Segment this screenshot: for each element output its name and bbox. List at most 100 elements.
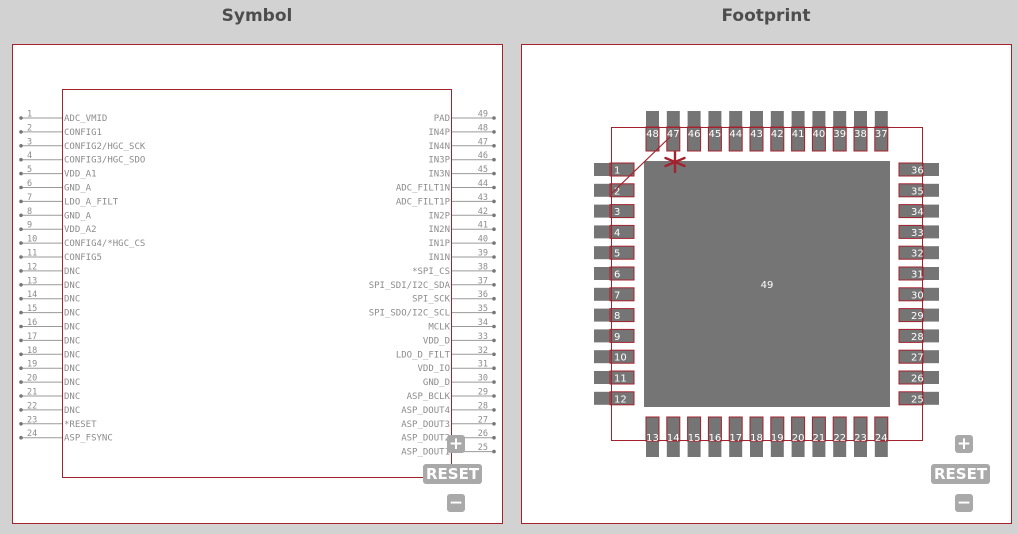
pin-number: 33 — [478, 332, 488, 342]
pad — [791, 111, 805, 151]
pin-dot — [19, 422, 23, 426]
pad-label: 26 — [911, 374, 924, 385]
pin-dot — [19, 241, 23, 245]
footprint-reset-button[interactable]: RESET — [931, 464, 991, 484]
pin-number: 44 — [478, 179, 488, 189]
pad-label: 32 — [911, 249, 924, 260]
pin-name: DNC — [64, 309, 80, 319]
pad-outline — [609, 204, 635, 219]
pin-number: 38 — [478, 262, 488, 272]
pad — [899, 267, 939, 280]
pad — [770, 417, 784, 457]
pad-label: 20 — [792, 433, 805, 444]
pin-name: DNC — [64, 364, 80, 374]
pad-outline — [898, 287, 924, 302]
pad-label: 43 — [750, 129, 763, 140]
pin-name: *RESET — [64, 420, 97, 430]
pin-dot — [492, 144, 496, 148]
pin-number: 13 — [27, 276, 37, 286]
pin-number: 10 — [27, 235, 37, 245]
pin-name: DNC — [64, 281, 80, 291]
symbol-zoom-out-button[interactable]: − — [447, 493, 465, 513]
pin-name: CONFIG4/*HGC_CS — [64, 239, 145, 249]
pin-number: 42 — [478, 207, 488, 217]
pin-number: 27 — [478, 415, 488, 425]
pin-dot — [492, 310, 496, 315]
symbol-title: Symbol — [221, 6, 293, 26]
pad-outline — [853, 416, 868, 442]
pad-label: 3 — [614, 207, 620, 218]
pad-label: 1 — [614, 166, 620, 177]
pad-outline — [811, 416, 826, 442]
pin-name: SPI_SDO/I2C_SCL — [369, 309, 450, 319]
pin-name: VDD_A1 — [64, 170, 97, 180]
pin-dot — [19, 380, 23, 384]
pad-label: 6 — [614, 270, 620, 281]
pin-number: 26 — [478, 429, 488, 439]
pad-label: 18 — [750, 433, 763, 444]
pin-number: 41 — [478, 221, 488, 231]
pad — [899, 246, 939, 260]
pin-name: DNC — [64, 323, 80, 333]
pin-name: GND_A — [64, 184, 92, 194]
pin-dot — [492, 130, 496, 134]
pad — [770, 111, 784, 151]
pad-outline — [791, 416, 806, 442]
pin-number: 32 — [478, 346, 488, 356]
footprint-zoom-out-button[interactable]: − — [955, 493, 973, 513]
pad — [594, 225, 634, 239]
pin-name: DNC — [64, 267, 80, 277]
symbol-body-outline — [62, 89, 452, 478]
pad-outline — [898, 162, 924, 177]
pin-number: 2 — [27, 123, 32, 133]
pin-dot — [19, 255, 23, 259]
symbol-zoom-in-button[interactable]: + — [447, 434, 465, 454]
pin-number: 1 — [27, 110, 32, 120]
pad-label: 27 — [911, 353, 924, 364]
pin-dot — [492, 283, 496, 287]
footprint-zoom-in-button[interactable]: + — [955, 434, 973, 454]
pad — [594, 163, 634, 176]
pad-label: 42 — [771, 129, 784, 140]
pin-number: 43 — [478, 193, 488, 203]
pad — [594, 308, 634, 322]
pin-name: SPI_SDI/I2C_SDA — [369, 281, 451, 291]
pin-dot — [492, 157, 496, 162]
pin-name: VDD_IO — [417, 364, 450, 374]
pin-number: 9 — [27, 221, 32, 231]
pad-outline — [791, 126, 806, 152]
pad-label: 21 — [813, 433, 826, 444]
pad-label: 44 — [729, 129, 742, 140]
pin-name: CONFIG2/HGC_SCK — [64, 142, 146, 152]
pad — [899, 163, 939, 176]
pin-dot — [492, 380, 496, 384]
symbol-reset-button[interactable]: RESET — [423, 464, 483, 484]
pad-outline — [609, 162, 635, 177]
pin-name: VDD_A2 — [64, 225, 97, 235]
pad-label: 33 — [911, 228, 924, 239]
pin-number: 4 — [27, 151, 32, 161]
pin-number: 40 — [478, 235, 488, 245]
pin-dot — [19, 366, 23, 371]
pad-outline — [666, 416, 681, 442]
pin-dot — [492, 324, 496, 329]
pad-label: 31 — [911, 270, 924, 281]
pad-outline — [707, 126, 722, 152]
pin-dot — [19, 130, 23, 134]
pin-name: ASP_DOUT4 — [401, 406, 450, 416]
pin-name: IN3P — [428, 156, 450, 166]
pin-number: 8 — [27, 207, 32, 217]
pin-number: 25 — [478, 443, 488, 453]
pin-dot — [492, 227, 496, 231]
pad-outline — [874, 416, 889, 442]
pin-dot — [19, 199, 23, 204]
pin-number: 35 — [478, 304, 488, 314]
pad — [899, 308, 939, 322]
pin-dot — [492, 408, 496, 412]
pin-number: 20 — [27, 374, 37, 384]
center-pad-label: 49 — [761, 280, 774, 291]
pin-dot — [19, 394, 23, 398]
pad — [594, 350, 634, 364]
